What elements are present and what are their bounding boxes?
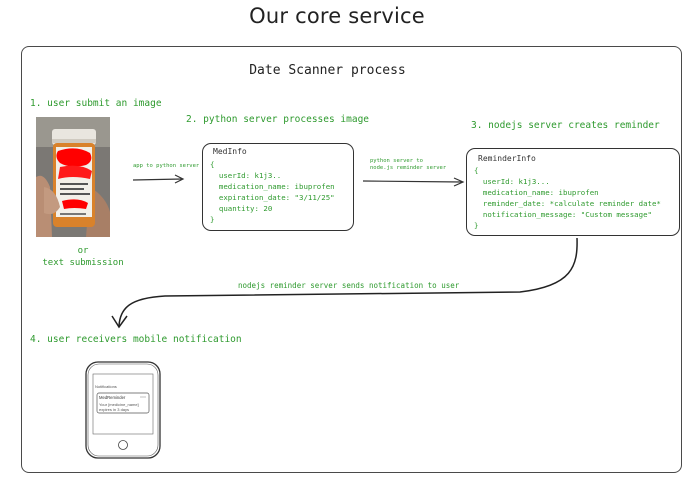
medinfo-line: expiration_date: "3/11/25" [210,193,335,202]
python-to-node-label-2: node.js reminder server [370,165,447,171]
arrow-app-to-python [132,174,185,184]
step-1-label: 1. user submit an image [30,98,162,109]
step-4-label: 4. user receivers mobile notification [30,334,242,345]
reminderinfo-line: notification_message: "Custom message" [474,210,652,219]
medinfo-title: MedInfo [213,147,247,156]
phone-notification-title: MedReminder [99,395,126,400]
app-to-python-label: app to python server [133,163,200,169]
reminderinfo-line: medication_name: ibuprofen [474,188,599,197]
medinfo-line: medication_name: ibuprofen [210,182,335,191]
process-frame [21,46,682,473]
text-submission-label: text submission [42,258,124,268]
medinfo-line: { [210,160,215,169]
process-title: Date Scanner process [249,63,406,78]
reminderinfo-line: { [474,166,479,175]
reminderinfo-line: reminder_date: *calculate reminder date* [474,199,661,208]
medinfo-line: userId: k1j3.. [210,171,282,180]
arrow-node-to-user [111,237,578,329]
phone-notification-body: expires in 3 days [99,407,130,412]
reminderinfo-line: userId: k1j3... [474,177,550,186]
step-2-label: 2. python server processes image [186,114,370,125]
arrow-python-to-node [362,177,465,187]
reminderinfo-card: ReminderInfo { userId: k1j3... medicatio… [466,148,680,236]
medinfo-card: MedInfo { userId: k1j3.. medication_name… [202,143,354,231]
node-to-user-label: nodejs reminder server sends notificatio… [238,281,460,290]
reminderinfo-title: ReminderInfo [478,154,536,163]
medinfo-line: } [210,215,215,224]
reminderinfo-line: } [474,221,479,230]
phone-notifications-header: Notifications [95,384,117,389]
python-to-node-label-1: python server to [370,158,423,164]
phone-notification-body: Your [medicine_name] [99,402,139,407]
or-label: or [77,246,89,256]
submitted-image [36,117,110,237]
pill-bottle-photo [36,117,110,237]
page-title: Our core service [249,4,425,28]
medinfo-line: quantity: 20 [210,204,273,213]
step-3-label: 3. nodejs server creates reminder [471,120,660,131]
